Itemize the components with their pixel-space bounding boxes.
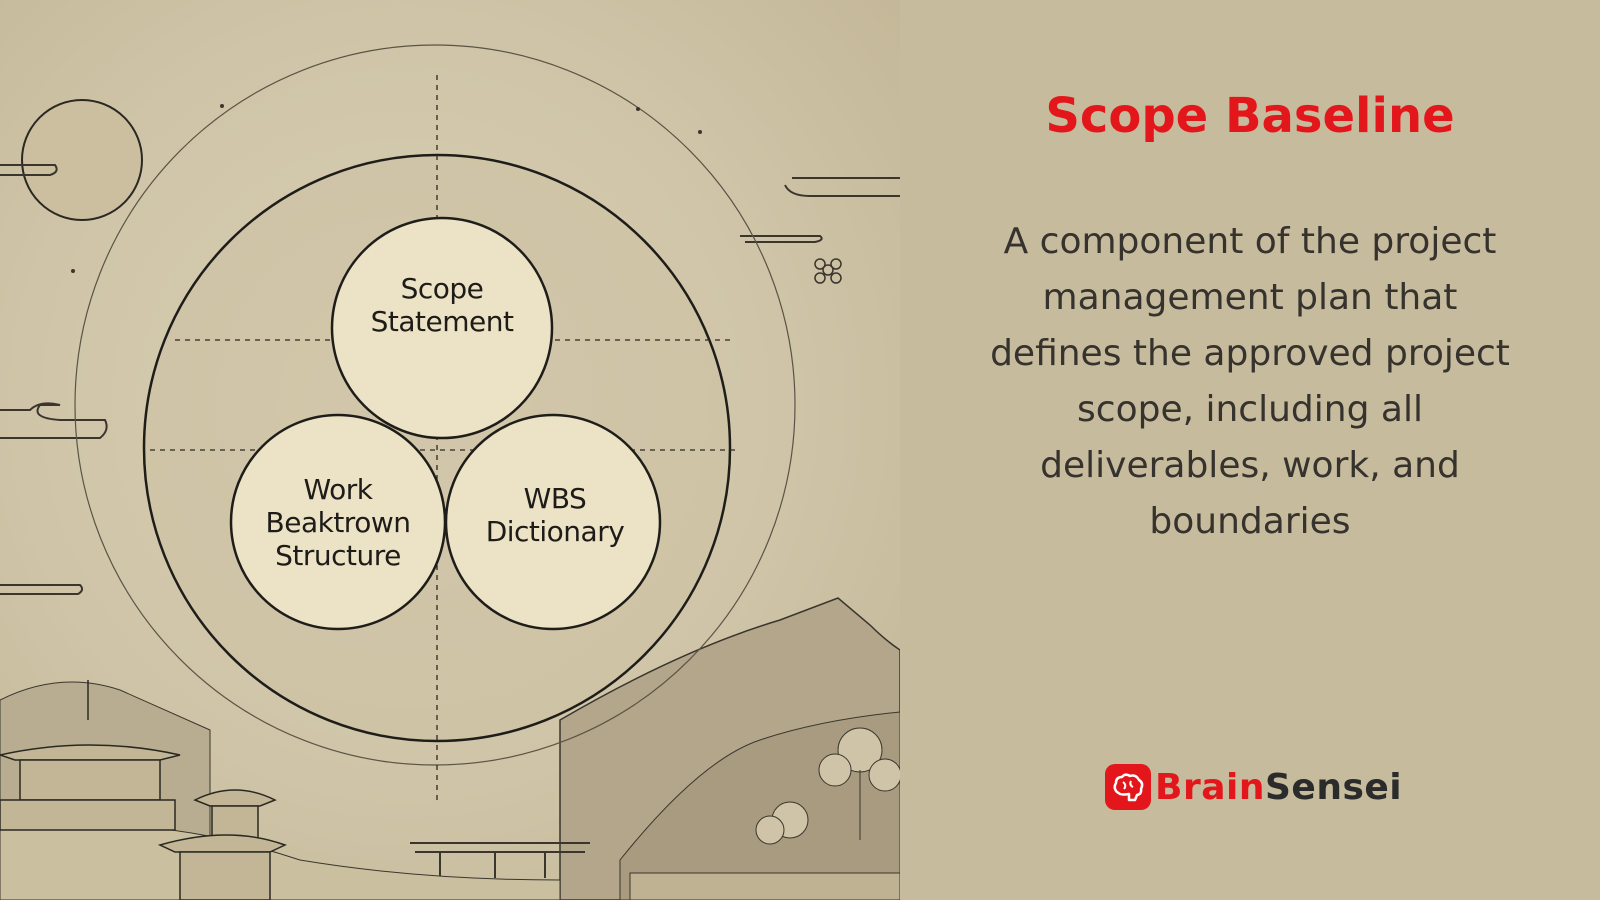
page-title: Scope Baseline xyxy=(1045,88,1455,144)
brand-name-part2: Sensei xyxy=(1264,766,1403,808)
brain-icon xyxy=(1105,764,1151,810)
bridge-icon xyxy=(410,842,590,878)
pagoda-icon xyxy=(0,680,287,900)
info-panel: Scope Baseline A component of the projec… xyxy=(900,0,1600,900)
wbs-dictionary-circle xyxy=(444,413,662,631)
tree-icon xyxy=(755,727,900,845)
diagram-artwork xyxy=(0,44,900,900)
cloud-icon xyxy=(0,164,900,595)
scope-statement-label: Scope Statement xyxy=(370,272,514,338)
flower-icon xyxy=(814,258,842,284)
diagram-illustration: Scope Statement Work Beaktrown Structure… xyxy=(0,0,900,900)
wall-icon xyxy=(629,872,900,900)
star-dots xyxy=(71,104,702,273)
work-breakdown-structure-label: Work Beaktrown Structure xyxy=(265,473,411,572)
brand-logo: Brain Sensei xyxy=(1105,762,1402,812)
brand-name-part1: Brain xyxy=(1155,766,1265,808)
wbs-dictionary-label: WBS Dictionary xyxy=(485,482,625,548)
moon-icon xyxy=(21,99,143,221)
scope-statement-circle xyxy=(330,216,554,440)
definition-text: A component of the project management pl… xyxy=(990,221,1510,542)
outer-ring xyxy=(74,44,796,766)
ground-icon xyxy=(0,823,561,900)
